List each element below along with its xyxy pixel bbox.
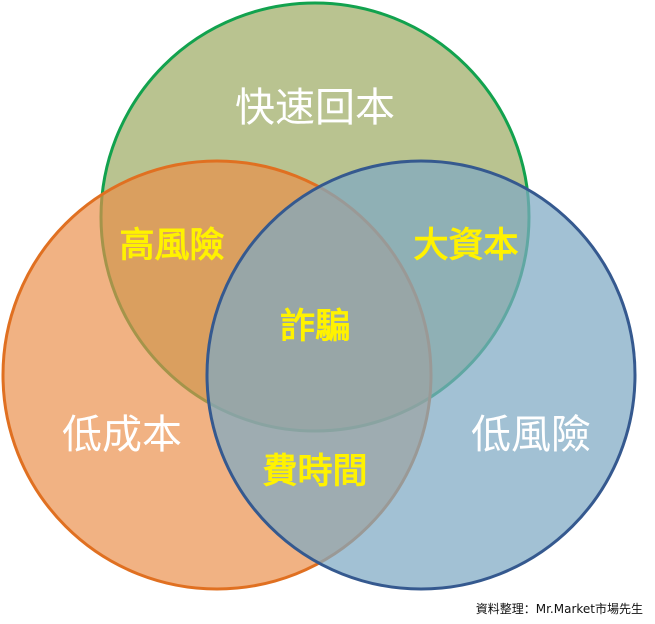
label-high-risk: 高風險 <box>119 226 224 266</box>
label-fraud: 詐騙 <box>280 307 350 347</box>
circle-low-risk <box>205 159 637 591</box>
label-low-cost: 低成本 <box>62 412 182 458</box>
label-low-risk: 低風險 <box>471 412 591 458</box>
label-fast-payback: 快速回本 <box>235 85 395 131</box>
label-large-capital: 大資本 <box>413 226 518 266</box>
source-credit: 資料整理：Mr.Market市場先生 <box>475 602 643 616</box>
label-time-consuming: 費時間 <box>262 452 367 492</box>
